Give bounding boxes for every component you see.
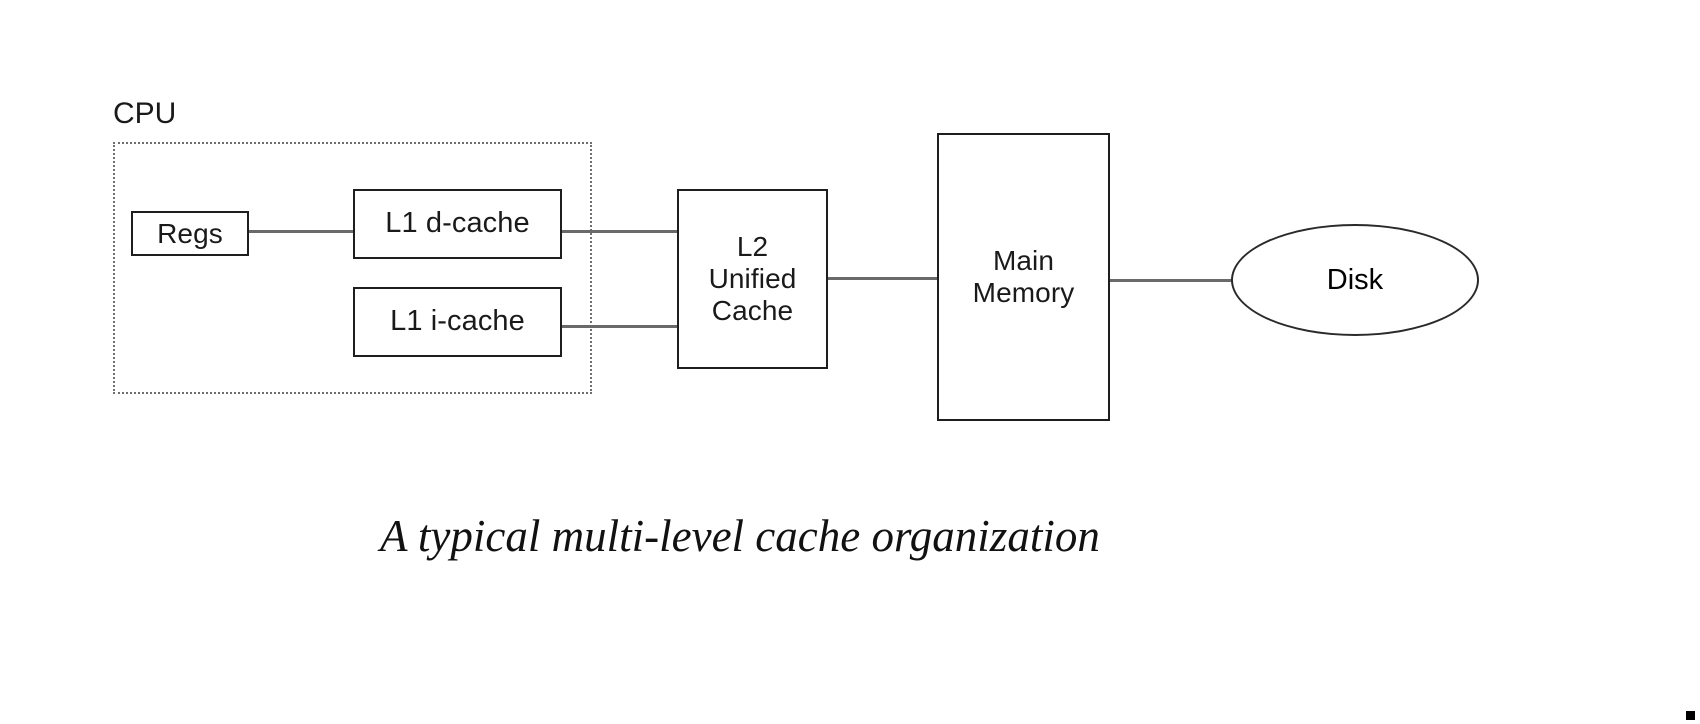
cpu-label: CPU xyxy=(113,97,177,130)
node-regs-label: Regs xyxy=(157,217,223,249)
node-disk[interactable]: Disk xyxy=(1231,224,1479,336)
node-main-memory[interactable]: Main Memory xyxy=(937,133,1110,421)
node-l1-i-cache[interactable]: L1 i-cache xyxy=(353,287,562,357)
edge-l1i-to-l2 xyxy=(556,325,684,328)
node-l1-d-cache[interactable]: L1 d-cache xyxy=(353,189,562,259)
diagram-caption: A typical multi-level cache organization xyxy=(380,511,1100,561)
node-l1-d-cache-label: L1 d-cache xyxy=(385,207,530,240)
edge-regs-to-l1d xyxy=(243,230,361,233)
node-disk-label: Disk xyxy=(1326,263,1384,296)
edge-l2-to-main-memory xyxy=(822,277,943,280)
node-l2-unified-cache[interactable]: L2 Unified Cache xyxy=(677,189,828,369)
node-l1-i-cache-label: L1 i-cache xyxy=(390,305,525,338)
node-main-memory-label: Main Memory xyxy=(972,245,1075,308)
edge-main-memory-to-disk xyxy=(1109,279,1236,282)
corner-mark xyxy=(1686,711,1695,720)
node-regs[interactable]: Regs xyxy=(131,211,249,256)
cpu-enclosure xyxy=(113,142,592,394)
node-l2-unified-cache-label: L2 Unified Cache xyxy=(708,231,797,326)
edge-l1d-to-l2 xyxy=(556,230,684,233)
